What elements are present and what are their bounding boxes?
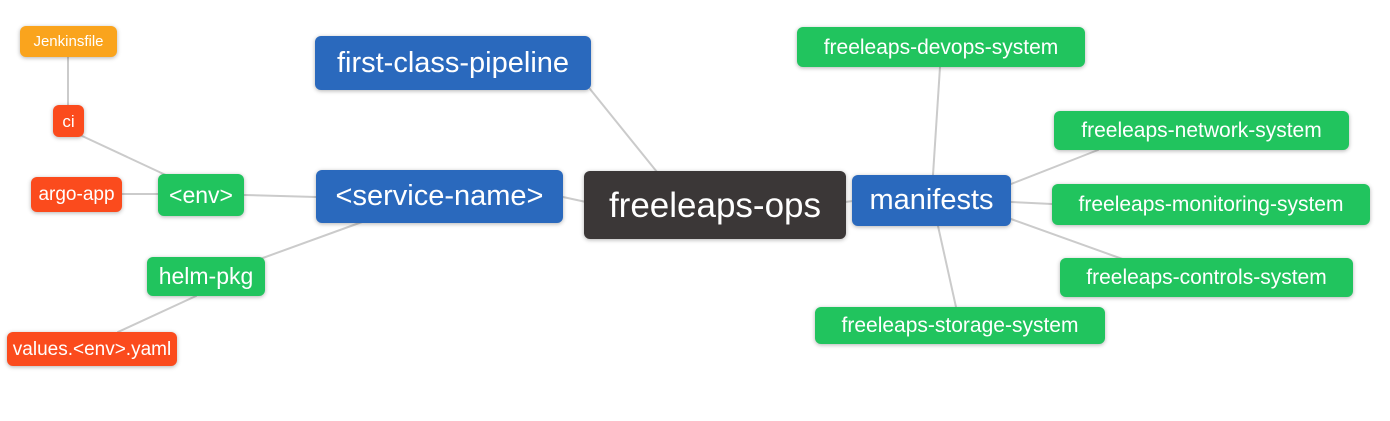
node-first-class-pipeline[interactable]: first-class-pipeline [315, 36, 591, 90]
node-env[interactable]: <env> [158, 174, 244, 216]
node-service-name[interactable]: <service-name> [316, 170, 563, 223]
node-network-system[interactable]: freeleaps-network-system [1054, 111, 1349, 150]
node-root-freeleaps-ops[interactable]: freeleaps-ops [584, 171, 846, 239]
edge-env-service-name [243, 194, 317, 198]
edge-manifests-devops [932, 66, 941, 176]
edge-values-helm-pkg [117, 295, 197, 333]
node-storage-system[interactable]: freeleaps-storage-system [815, 307, 1105, 344]
edge-manifests-network [1010, 149, 1099, 185]
node-devops-system[interactable]: freeleaps-devops-system [797, 27, 1085, 67]
node-helm-pkg[interactable]: helm-pkg [147, 257, 265, 296]
node-monitoring-system[interactable]: freeleaps-monitoring-system [1052, 184, 1370, 225]
edge-manifests-storage [937, 225, 957, 308]
node-jenkinsfile[interactable]: Jenkinsfile [20, 26, 117, 57]
edge-service-name-root [562, 196, 587, 203]
edge-helm-pkg-service-name [259, 221, 363, 260]
edge-manifests-controls [1010, 218, 1129, 262]
node-ci[interactable]: ci [53, 105, 84, 137]
node-controls-system[interactable]: freeleaps-controls-system [1060, 258, 1353, 297]
edge-pipeline-root [589, 88, 658, 173]
edge-root-manifests [844, 200, 854, 203]
node-argo-app[interactable]: argo-app [31, 177, 122, 212]
edge-ci-env [79, 134, 171, 178]
edge-manifests-monitoring [1010, 201, 1053, 205]
node-manifests[interactable]: manifests [852, 175, 1011, 226]
node-values-env-yaml[interactable]: values.<env>.yaml [7, 332, 177, 366]
